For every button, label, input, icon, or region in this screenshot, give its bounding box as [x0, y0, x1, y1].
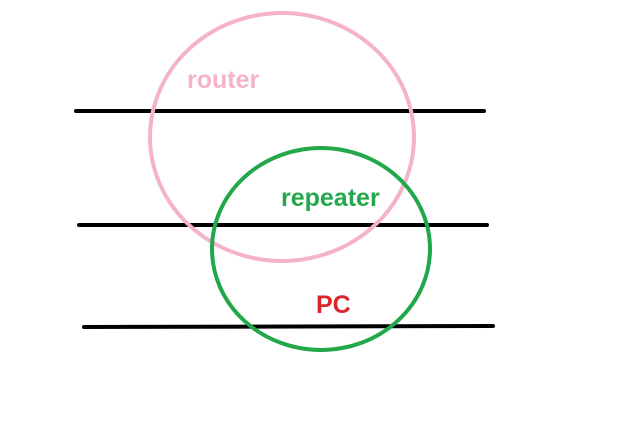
- pc-label: PC: [316, 291, 351, 319]
- router-circle: [148, 11, 416, 263]
- network-line-bottom: [82, 324, 495, 329]
- repeater-circle: [210, 146, 432, 352]
- router-label: router: [187, 66, 260, 94]
- repeater-label: repeater: [281, 184, 380, 212]
